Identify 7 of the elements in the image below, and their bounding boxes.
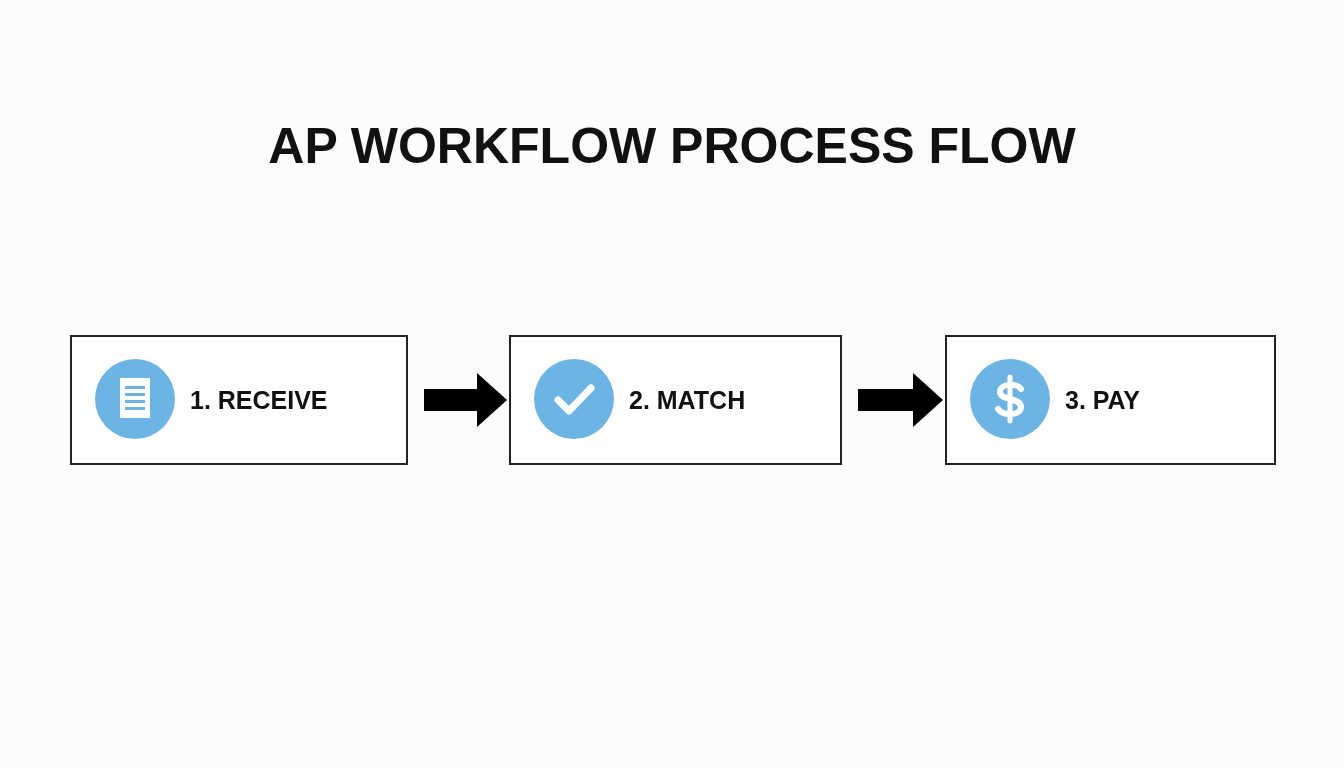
process-box (70, 335, 408, 465)
process-box (945, 335, 1276, 465)
process-box (509, 335, 842, 465)
step-label: 2. MATCH (629, 385, 746, 415)
step-label: 1. RECEIVE (190, 385, 328, 415)
step-label: 3. PAY (1065, 385, 1141, 415)
diagram-title: AP WORKFLOW PROCESS FLOW (267, 117, 1077, 175)
